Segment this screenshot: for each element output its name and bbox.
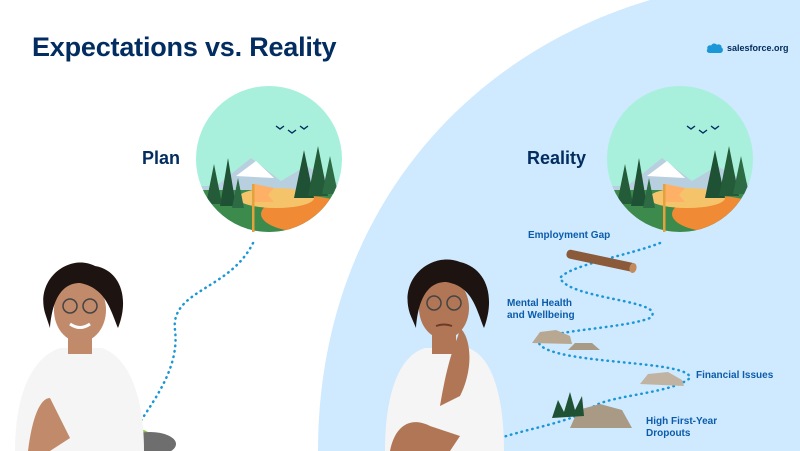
flag-icon (663, 184, 685, 232)
obstacle-label-mental-health: Mental Health and Wellbeing (507, 298, 575, 322)
reality-label: Reality (527, 148, 587, 168)
obstacle-label-dropouts: High First-Year Dropouts (646, 416, 717, 440)
birds-icon (686, 125, 720, 134)
brand-name: salesforce.org (727, 43, 789, 53)
brand-logo: salesforce.org (706, 42, 789, 54)
log-icon (566, 249, 637, 273)
obstacle-label-line: High First-Year (646, 416, 718, 427)
plan-path (133, 241, 255, 432)
plant-icon (552, 392, 584, 418)
flag-icon (252, 184, 274, 232)
smiling-woman-image (15, 262, 144, 451)
obstacle-label-line: Dropouts (646, 428, 691, 439)
plan-landscape-illustration (196, 86, 342, 232)
rock-icon (532, 330, 684, 428)
salesforce-cloud-icon (706, 43, 723, 53)
obstacle-label-employment-gap: Employment Gap (528, 230, 611, 241)
obstacle-label-financial-issues: Financial Issues (696, 370, 774, 381)
obstacle-label-line: and Wellbeing (507, 310, 575, 321)
slide-title: Expectations vs. Reality (32, 32, 337, 62)
reality-landscape-illustration (607, 86, 753, 232)
thinking-woman-image (385, 259, 504, 451)
obstacle-label-line: Mental Health (507, 298, 573, 309)
birds-icon (275, 125, 309, 134)
plan-label: Plan (142, 148, 181, 168)
